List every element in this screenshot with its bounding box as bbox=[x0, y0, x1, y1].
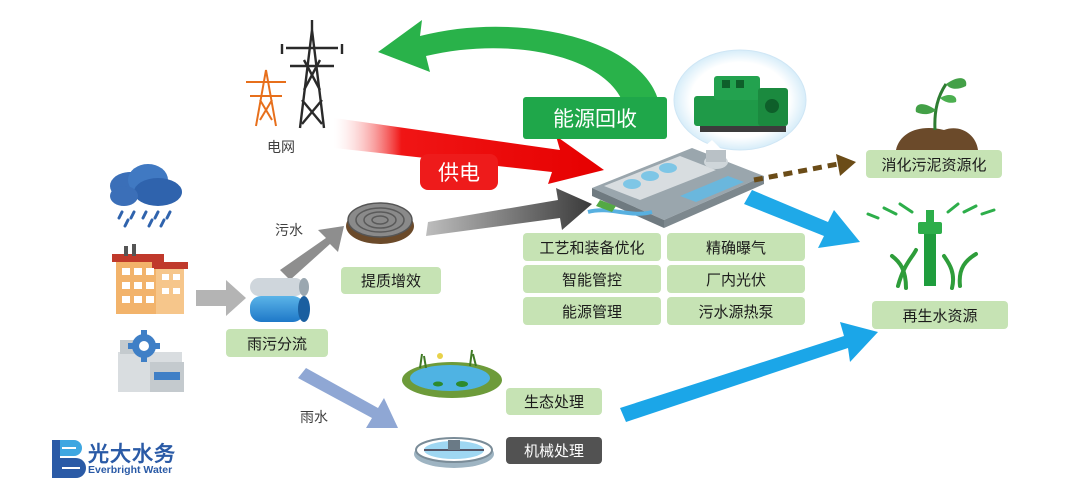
sludge-reuse-box: 消化污泥资源化 bbox=[866, 150, 1002, 178]
treatment-to-reclaimed-arrow bbox=[620, 322, 878, 422]
mechanical-treatment-box: 机械处理 bbox=[506, 437, 602, 464]
generator-icon bbox=[673, 49, 807, 151]
factory-icon bbox=[118, 330, 184, 392]
building-icon bbox=[112, 244, 188, 314]
energy-recovery-arrow bbox=[378, 20, 660, 108]
feature-sewage-heat-pump: 污水源热泵 bbox=[667, 297, 805, 325]
power-tower-small-icon bbox=[246, 69, 286, 127]
power-supply-label: 供电 bbox=[420, 154, 498, 190]
ecological-treatment-box: 生态处理 bbox=[506, 388, 602, 415]
feature-energy-management: 能源管理 bbox=[523, 297, 661, 325]
logo-name-cn: 光大水务 bbox=[88, 442, 176, 466]
feature-smart-control: 智能管控 bbox=[523, 265, 661, 293]
feature-process-optimization: 工艺和装备优化 bbox=[523, 233, 661, 261]
sewage-to-plant-arrow bbox=[426, 188, 592, 236]
clarifier-icon bbox=[414, 437, 494, 468]
plant-to-reclaimed-arrow bbox=[744, 190, 860, 248]
power-tower-icon bbox=[280, 20, 344, 129]
feature-onsite-solar: 厂内光伏 bbox=[667, 265, 805, 293]
sprinkler-icon bbox=[866, 202, 996, 290]
treatment-plant-icon bbox=[587, 148, 764, 228]
sources-to-separation-arrow bbox=[196, 280, 246, 316]
sludge-arrow bbox=[753, 154, 856, 183]
rain-arrow bbox=[298, 368, 398, 428]
separation-to-quality-arrow bbox=[280, 226, 344, 280]
energy-recovery-label: 能源回收 bbox=[523, 97, 667, 139]
rain-sewage-separation-box: 雨污分流 bbox=[226, 329, 328, 357]
power-supply-arrow bbox=[334, 118, 604, 184]
power-grid-label: 电网 bbox=[267, 140, 295, 156]
pond-icon bbox=[402, 349, 502, 398]
quality-efficiency-box: 提质增效 bbox=[341, 267, 441, 294]
feature-precise-aeration: 精确曝气 bbox=[667, 233, 805, 261]
everbright-logo-icon bbox=[52, 440, 86, 478]
rain-label: 雨水 bbox=[300, 410, 328, 426]
logo-name-en: Everbright Water bbox=[88, 464, 173, 476]
seedling-icon bbox=[896, 78, 978, 150]
manhole-icon bbox=[346, 202, 414, 244]
rain-cloud-icon bbox=[110, 164, 182, 228]
reclaimed-water-box: 再生水资源 bbox=[872, 301, 1008, 329]
pipes-icon bbox=[250, 278, 310, 322]
sewage-label: 污水 bbox=[275, 223, 303, 239]
